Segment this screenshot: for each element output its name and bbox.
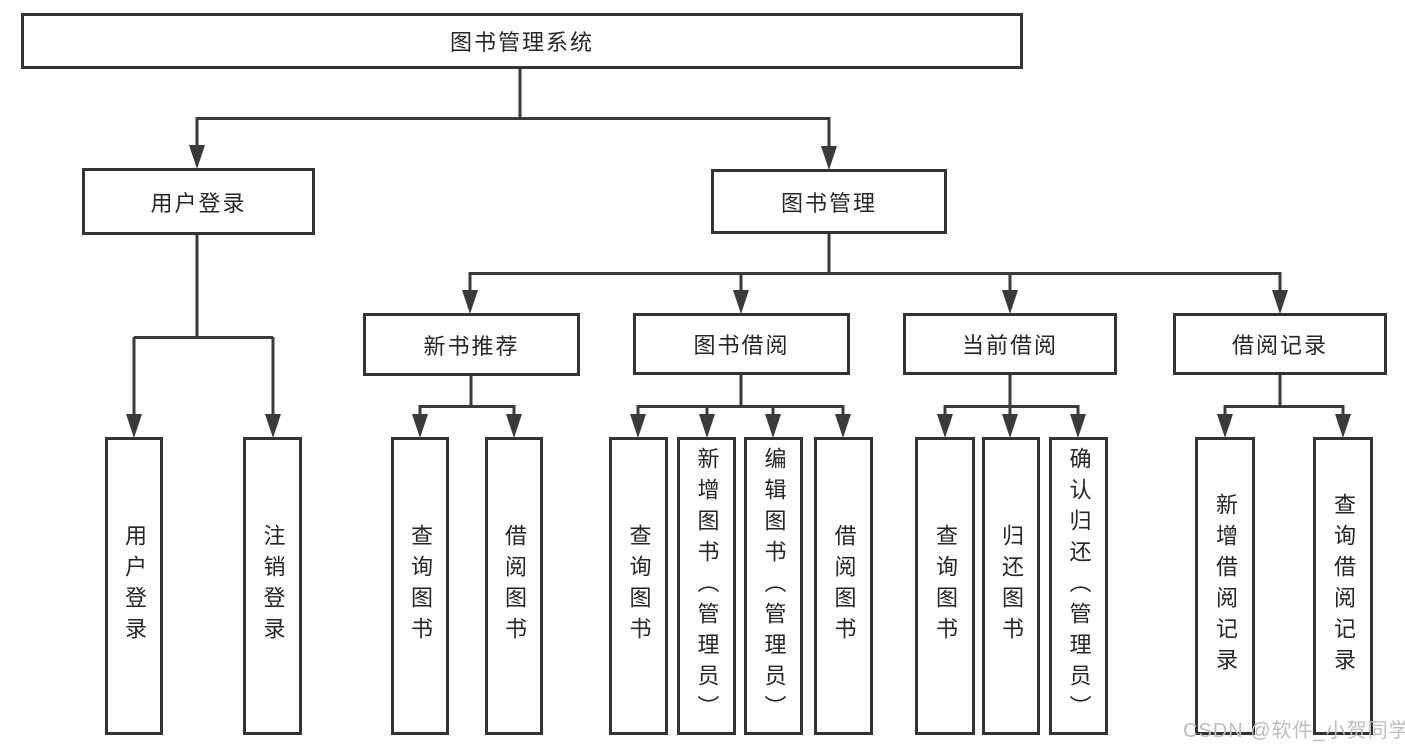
csdn-watermark: CSDN @软件_小贺同学 [1183, 720, 1405, 742]
connector-user-login-group [126, 235, 281, 438]
node-borrowing-records: 借阅记录 [1173, 313, 1387, 375]
node-book-borrowing: 图书借阅 [633, 313, 850, 375]
leaf-borrowing-borrow-books: 借阅图书 [814, 437, 873, 735]
connector-book-borrowing-group [630, 375, 851, 438]
connector-borrowing-records-group [1217, 375, 1351, 438]
node-user-login: 用户登录 [82, 168, 315, 235]
connector-new-book-recommend-group [412, 376, 522, 438]
leaf-add-books-admin: 新增图书（管理员） [677, 437, 736, 735]
leaf-user-login: 用户登录 [105, 437, 163, 735]
leaf-confirm-return-admin: 确认归还（管理员） [1049, 437, 1108, 735]
leaf-edit-books-admin: 编辑图书（管理员） [744, 437, 803, 735]
leaf-borrowing-query-books: 查询图书 [609, 437, 668, 735]
connector-root-to-level2 [189, 69, 837, 170]
connector-current-borrowing-group [937, 375, 1086, 438]
connector-book-management-group [462, 234, 1288, 314]
leaf-add-borrow-record: 新增借阅记录 [1195, 437, 1255, 735]
leaf-current-query-books: 查询图书 [915, 437, 975, 735]
leaf-query-borrow-record: 查询借阅记录 [1313, 437, 1373, 735]
node-new-book-recommend: 新书推荐 [363, 313, 580, 376]
leaf-logout: 注销登录 [243, 437, 302, 735]
leaf-return-books: 归还图书 [982, 437, 1040, 735]
node-current-borrowing: 当前借阅 [903, 313, 1117, 375]
node-library-system: 图书管理系统 [21, 13, 1023, 69]
node-book-management: 图书管理 [711, 169, 947, 234]
leaf-recommend-borrow-books: 借阅图书 [485, 437, 543, 735]
leaf-recommend-query-books: 查询图书 [391, 437, 449, 735]
